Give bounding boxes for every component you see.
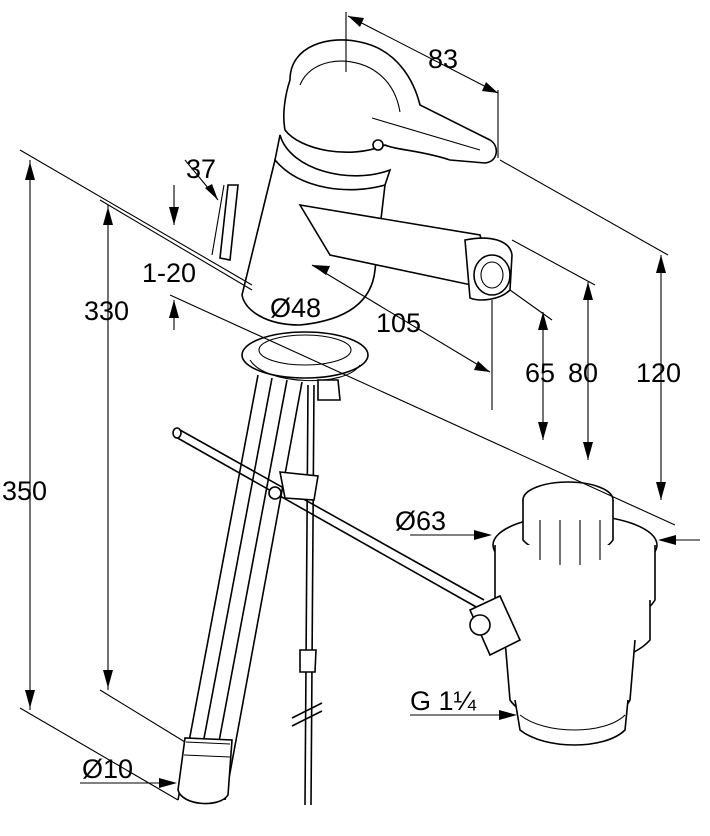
dim-thread-g114: G 1¼ xyxy=(410,686,477,716)
waste-plug xyxy=(468,481,658,746)
dim-120: 120 xyxy=(636,358,681,388)
dim-330: 330 xyxy=(84,296,129,326)
dimension-lines xyxy=(19,12,700,801)
dimension-labels: 83 37 1-20 330 350 Ø48 105 65 80 120 Ø63… xyxy=(2,44,681,784)
dim-80: 80 xyxy=(568,358,598,388)
dim-65: 65 xyxy=(525,358,555,388)
dim-105: 105 xyxy=(376,308,421,338)
dim-83: 83 xyxy=(428,44,458,74)
tap-body xyxy=(219,39,513,326)
dim-diameter-63: Ø63 xyxy=(395,506,446,536)
arrowheads xyxy=(25,16,676,788)
dim-diameter-48: Ø48 xyxy=(270,293,321,323)
dim-diameter-10: Ø10 xyxy=(82,754,133,784)
popup-rod xyxy=(172,384,485,806)
supply-hoses xyxy=(177,374,303,805)
dim-37: 37 xyxy=(186,154,216,184)
mounting-ring xyxy=(241,331,369,401)
dim-1-20: 1-20 xyxy=(142,258,196,288)
dim-350: 350 xyxy=(2,476,47,506)
